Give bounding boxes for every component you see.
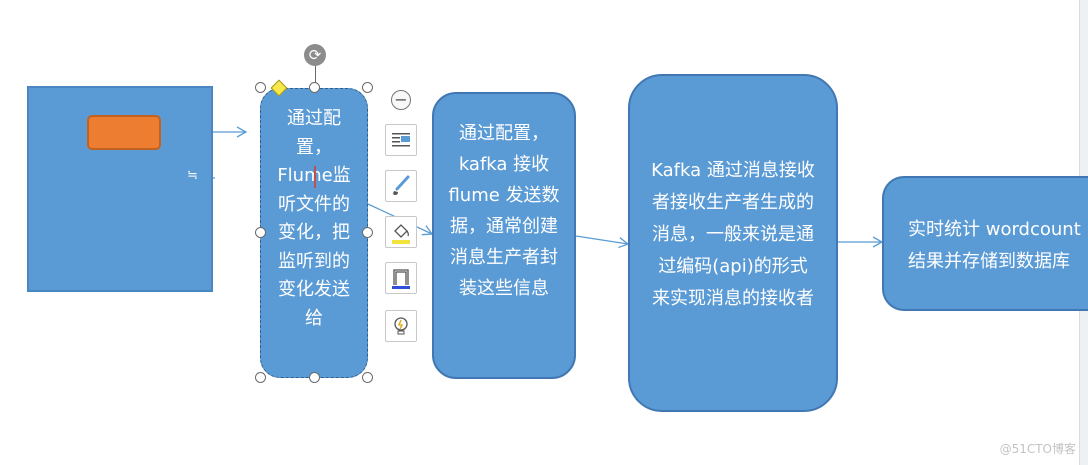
result-box-line1: 实时统计 wordcount (908, 219, 1081, 240)
rotate-handle-icon[interactable]: ⟳ (304, 44, 326, 66)
kafka-receive-box[interactable]: 通过配置，kafka 接收flume 发送数据，通常创建消息生产者封装这些信息 (432, 92, 576, 379)
result-box-text: 实时统计 wordcount 结果并存储到数据库 (908, 214, 1081, 278)
resize-handle-bottom-left[interactable] (255, 372, 266, 383)
watermark: @51CTO博客 (999, 442, 1076, 456)
kafka-consumer-box-text: Kafka 通过消息接收者接收生产者生成的消息，一般来说是通过编码(api)的形… (651, 160, 815, 309)
resize-handle-bottom-right[interactable] (362, 372, 373, 383)
result-box-line2: 结果并存储到数据库 (908, 251, 1070, 272)
flume-box-text[interactable]: 通过配置，Flume监听文件的变化，把监听到的变化发送给 (277, 108, 351, 329)
resize-handle-middle-right[interactable] (362, 227, 373, 238)
text-cursor (314, 166, 316, 188)
resize-handle-middle-left[interactable] (255, 227, 266, 238)
source-inner-shape[interactable] (87, 115, 161, 150)
resize-handle-bottom-center[interactable] (309, 372, 320, 383)
source-box-glyph: ≒ (187, 168, 198, 183)
minus-circle-icon[interactable]: − (391, 90, 411, 110)
style-brush-icon[interactable] (385, 170, 417, 202)
resize-handle-top-right[interactable] (362, 82, 373, 93)
resize-handle-top-center[interactable] (309, 82, 320, 93)
kafka-receive-box-text: 通过配置，kafka 接收flume 发送数据，通常创建消息生产者封装这些信息 (448, 123, 560, 299)
fill-bucket-icon[interactable] (385, 216, 417, 248)
layout-options-icon[interactable] (385, 124, 417, 156)
flume-box[interactable]: 通过配置，Flume监听文件的变化，把监听到的变化发送给 (260, 88, 368, 378)
light-bulb-icon[interactable] (385, 310, 417, 342)
connector-kafka-to-consumer[interactable] (575, 235, 630, 249)
kafka-consumer-box[interactable]: Kafka 通过消息接收者接收生产者生成的消息，一般来说是通过编码(api)的形… (628, 74, 838, 412)
rotate-handle-stem (315, 66, 316, 88)
outline-icon[interactable] (385, 262, 417, 294)
result-box[interactable]: 实时统计 wordcount 结果并存储到数据库 (882, 176, 1088, 311)
resize-handle-top-left[interactable] (255, 82, 266, 93)
